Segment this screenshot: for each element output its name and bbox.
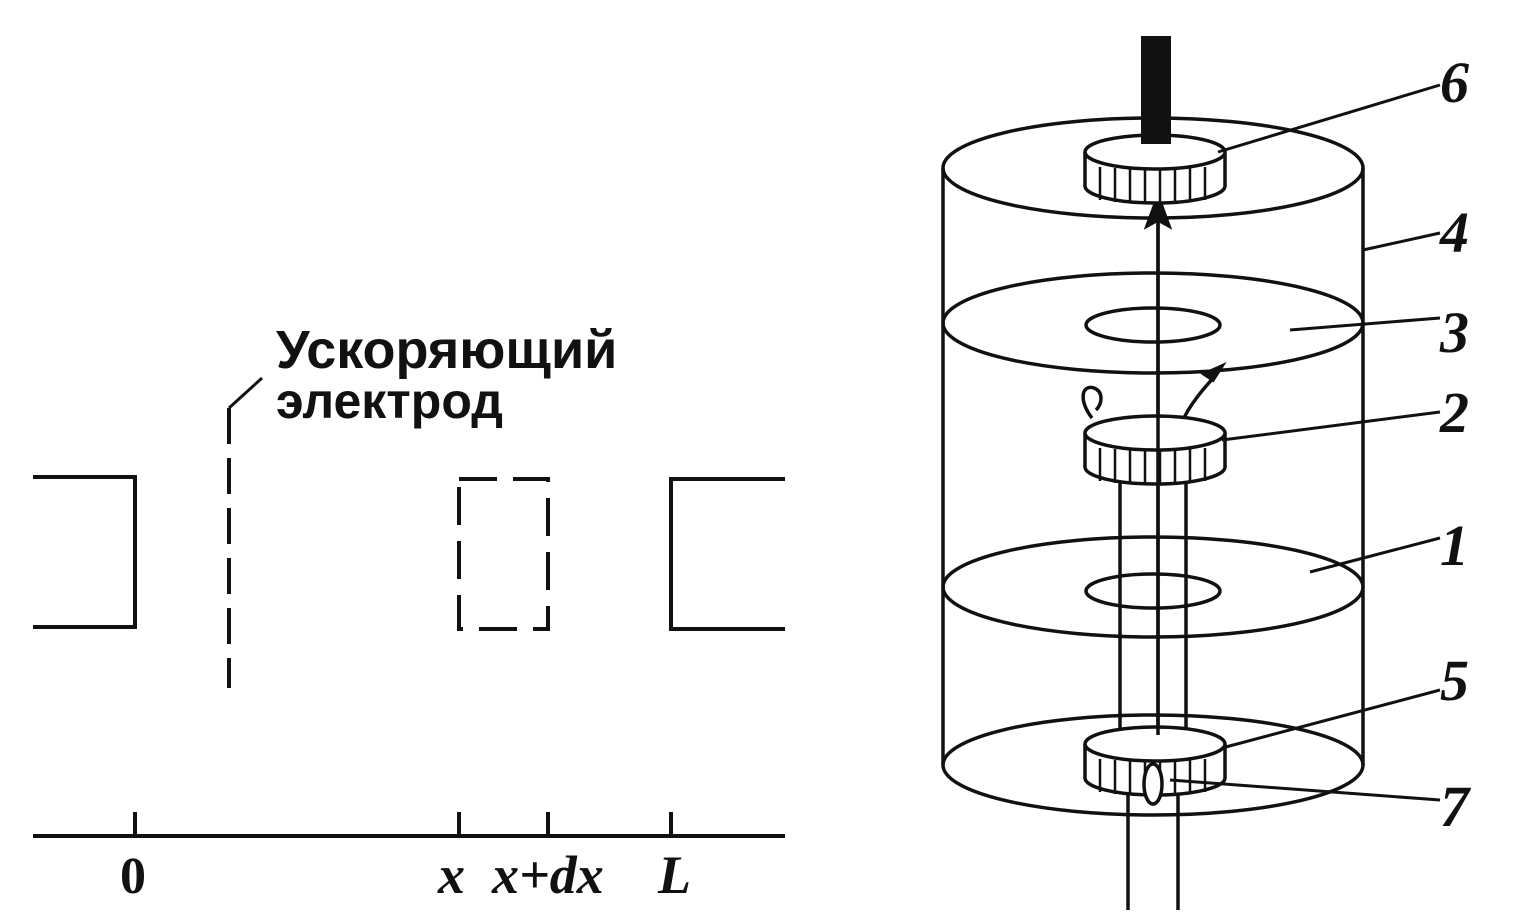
callout-4: 4: [1439, 200, 1469, 265]
electrode-label-line2: электрод: [276, 373, 503, 429]
leader-6: [1217, 83, 1441, 154]
left-figure: [33, 376, 785, 838]
callout-6: 6: [1440, 50, 1469, 115]
disc-3: [941, 271, 1365, 375]
beam-arrowhead: [1143, 190, 1173, 230]
dashed-slab-element: [457, 477, 550, 631]
electrode-label-pointer: [227, 376, 264, 410]
cylinder-bottom-ellipse: [941, 713, 1365, 817]
leader-7: [1169, 778, 1441, 802]
leader-5: [1221, 688, 1441, 750]
source-element-7-overlay: [1142, 762, 1164, 806]
callout-7: 7: [1440, 774, 1471, 839]
right-electrode-block: [669, 477, 785, 631]
top-rod-insert: [1141, 120, 1171, 144]
leader-2: [1221, 410, 1441, 442]
callout-3: 3: [1439, 300, 1469, 365]
callout-2: 2: [1439, 380, 1469, 445]
tick-label-L: L: [657, 845, 691, 905]
tick-label-x: x: [437, 845, 465, 905]
curved-arrow-right-head: [1200, 362, 1227, 383]
tick-label-zero: 0: [120, 848, 146, 905]
leader-1: [1309, 536, 1441, 574]
disc-3-hole: [1084, 306, 1222, 344]
ring-2: [1083, 414, 1227, 486]
leader-3: [1289, 316, 1441, 332]
leader-4: [1362, 231, 1441, 252]
disc-1-hole: [1084, 572, 1222, 610]
callout-1: 1: [1440, 513, 1469, 578]
ring-6: [1083, 133, 1227, 205]
electrode-label-line1: Ускоряющий: [276, 320, 617, 380]
callout-leaders: [1169, 83, 1441, 802]
tick-label-x-plus-dx: x+dx: [491, 845, 604, 905]
disc-1: [941, 535, 1365, 639]
curved-arrow-left: [1081, 385, 1103, 420]
callout-5: 5: [1440, 648, 1469, 713]
curved-arrow-right: [1180, 373, 1218, 423]
left-electrode-block: [33, 475, 137, 629]
